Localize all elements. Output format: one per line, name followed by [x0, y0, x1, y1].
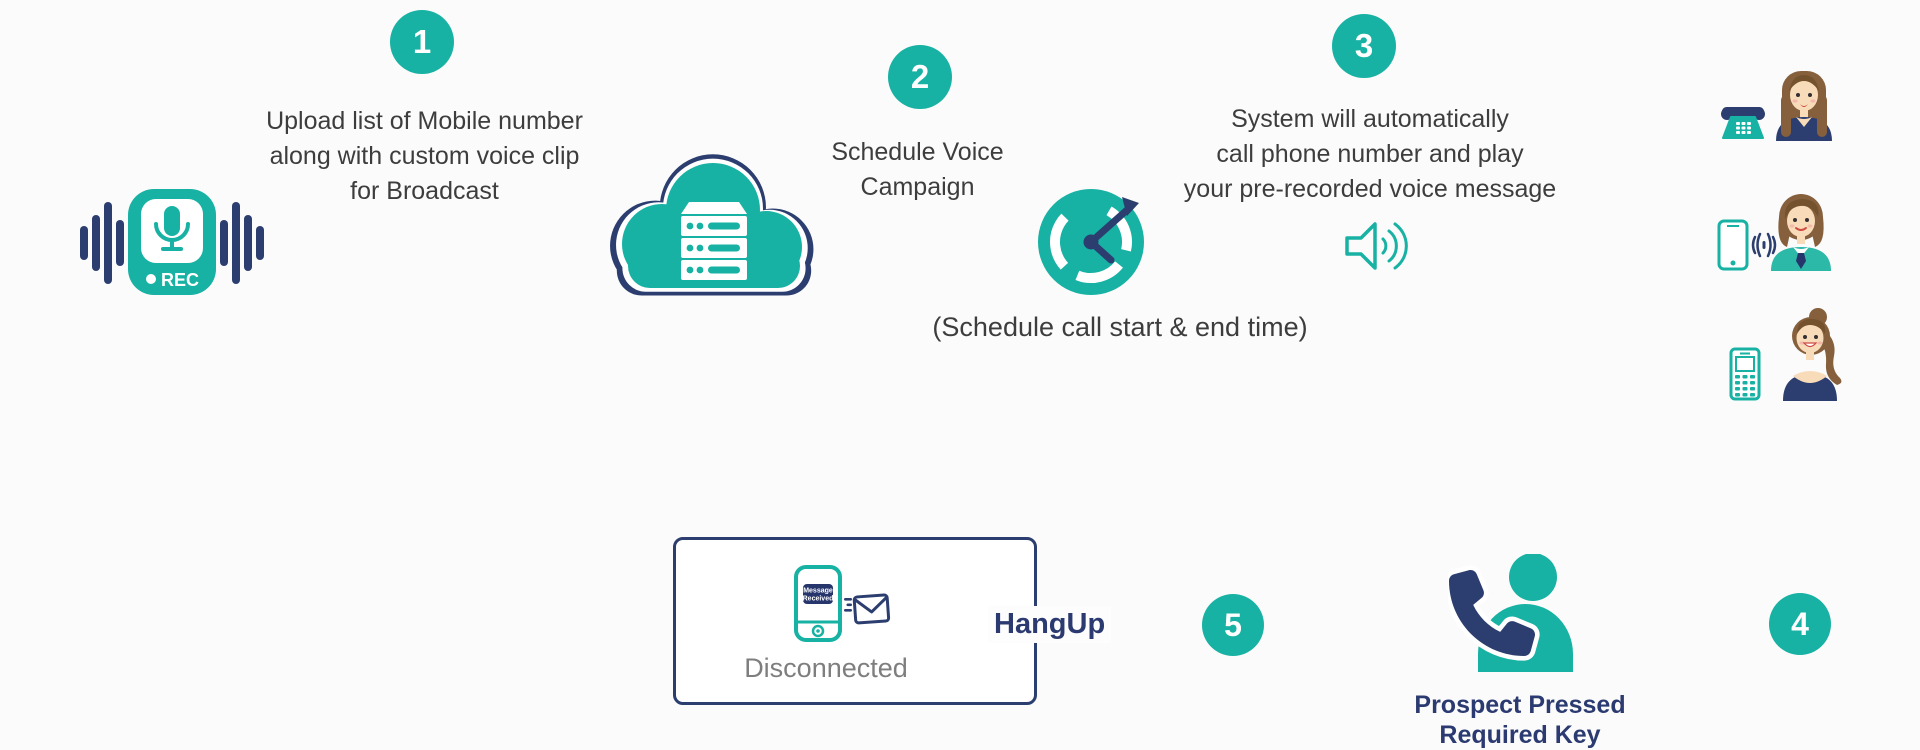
rec-label: REC: [161, 270, 199, 290]
desk-phone-icon: [1721, 107, 1765, 139]
woman-long-hair-avatar: [1776, 71, 1832, 141]
step3-line1: System will automatically: [1231, 105, 1509, 133]
sms-envelope-icon: [844, 593, 891, 625]
microphone-icon: [154, 206, 190, 251]
step4-badge: 4: [1769, 593, 1831, 655]
message-badge: Message Received: [803, 584, 834, 604]
clock-schedule-icon: [1038, 189, 1144, 295]
schedule-note: (Schedule call start & end time): [932, 312, 1308, 342]
svg-text:Received: Received: [803, 596, 834, 603]
step3-number: 3: [1354, 27, 1374, 64]
step2-text: Schedule Voice Campaign: [795, 135, 1040, 205]
step3-line3: your pre-recorded voice message: [1183, 175, 1557, 203]
step1-text: Upload list of Mobile number along with …: [202, 104, 647, 209]
server-icon: [681, 202, 747, 280]
step5-badge: 5: [1202, 594, 1264, 656]
step1-badge: 1: [390, 10, 454, 74]
prospect-line2: Required Key: [1439, 721, 1601, 749]
feature-phone-icon: [1729, 347, 1761, 401]
step1-line2: along with custom voice clip: [269, 142, 580, 170]
prospect-call-icon: [1448, 554, 1573, 672]
hangup-label: HangUp: [988, 606, 1112, 643]
step2-line1: Schedule Voice: [831, 138, 1004, 166]
sound-wave-left: [80, 202, 124, 284]
person-tie-avatar: [1771, 194, 1831, 271]
prospect-line1: Prospect Pressed: [1414, 691, 1626, 719]
ring-waves: [1751, 232, 1777, 258]
rec-dot: [146, 274, 156, 284]
smartphone-ringing-icon: [1717, 219, 1777, 271]
clock-ring: [1050, 201, 1132, 283]
step1-line1: Upload list of Mobile number: [266, 107, 583, 135]
step1-number: 1: [412, 23, 432, 60]
cloud-server-icon: [610, 154, 814, 296]
step4-number: 4: [1791, 605, 1809, 642]
woman-ponytail-avatar: [1783, 308, 1842, 401]
svg-text:Message: Message: [803, 588, 833, 595]
step2-number: 2: [910, 58, 930, 95]
step3-line2: call phone number and play: [1216, 140, 1524, 168]
prospect-head: [1509, 554, 1557, 601]
handset-icon: [1448, 565, 1540, 661]
voice-recorder-icon: REC: [80, 189, 264, 295]
step5-number: 5: [1224, 606, 1242, 643]
step1-line3: for Broadcast: [350, 177, 499, 205]
step3-badge: 3: [1332, 14, 1396, 78]
step2-badge: 2: [888, 45, 952, 109]
sound-wave-right: [220, 202, 264, 284]
phone-message-icon: Message Received: [794, 565, 891, 642]
clock-hands: [1083, 197, 1139, 264]
step2-line2: Campaign: [860, 173, 975, 201]
prospect-label: Prospect Pressed Required Key: [1395, 690, 1645, 750]
step3-text: System will automatically call phone num…: [1125, 102, 1615, 207]
speaker-icon: [1345, 222, 1408, 270]
disconnected-status: Disconnected: [744, 653, 908, 683]
